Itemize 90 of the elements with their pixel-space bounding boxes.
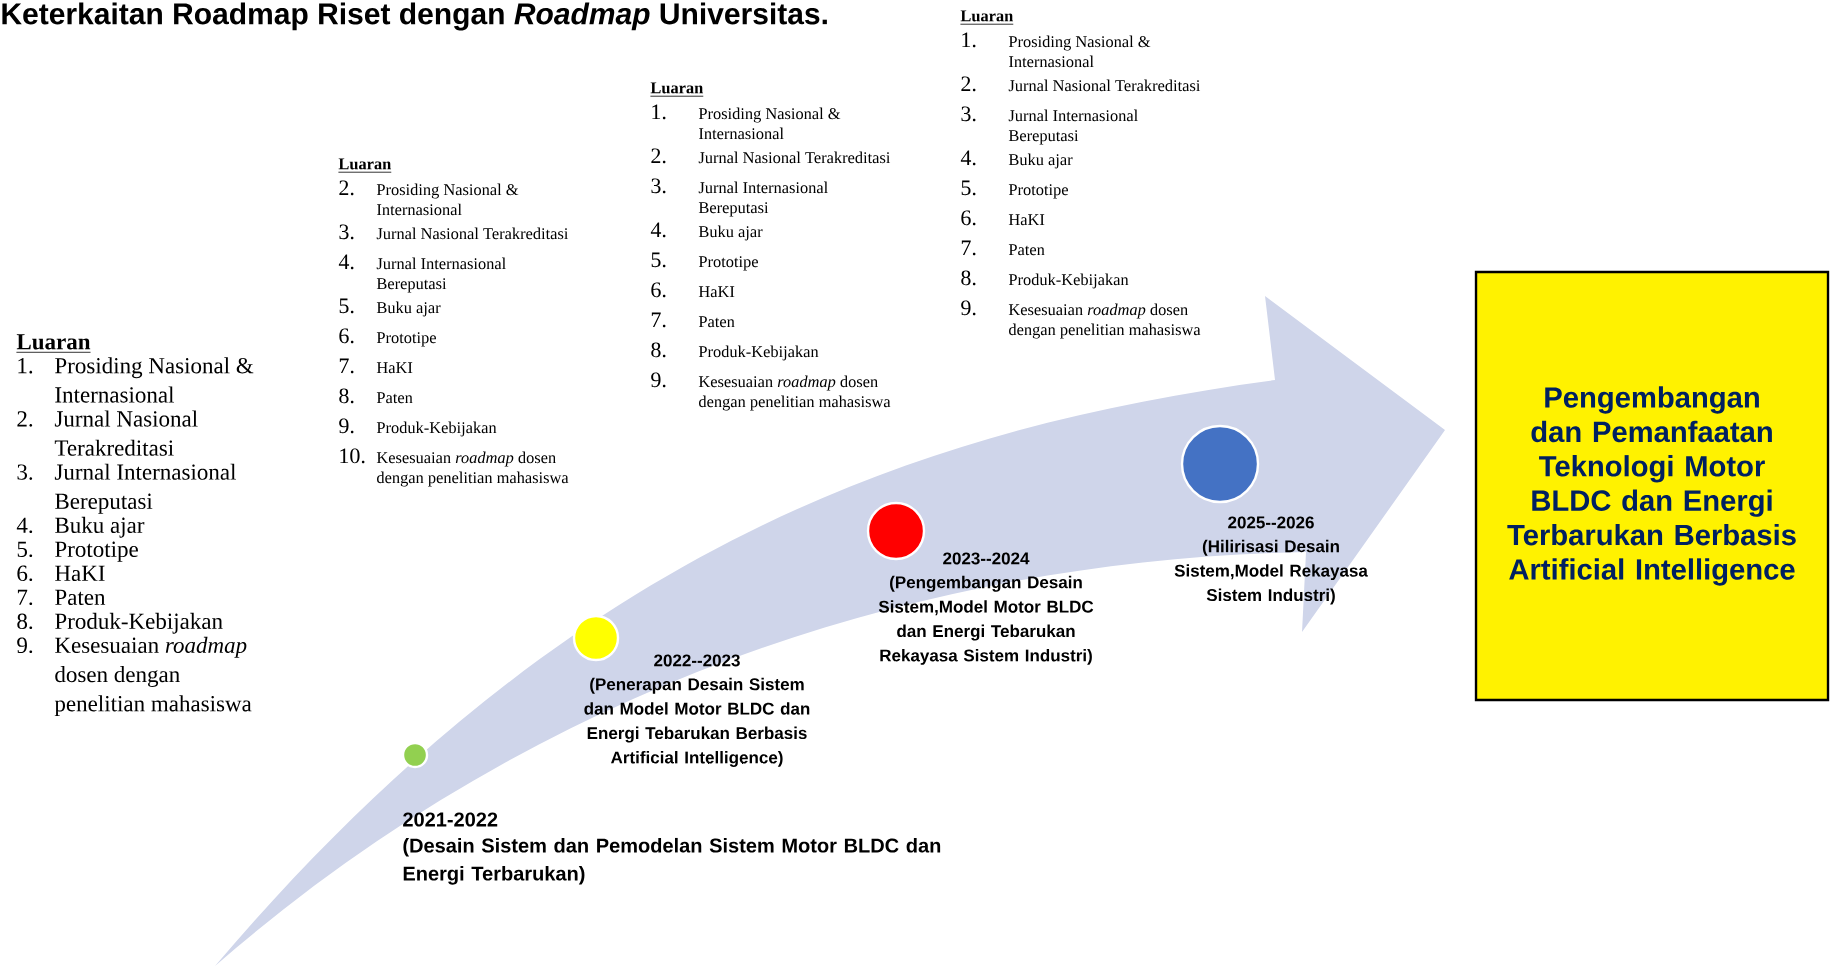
list-item: Prototipe [376, 332, 436, 347]
list-number: 3. [17, 464, 33, 480]
list-item: Produk-Kebijakan [698, 345, 819, 361]
list-item: Produk-Kebijakan [1008, 273, 1129, 289]
list-number: 5. [651, 252, 666, 268]
list-item: Jurnal Internasional Bereputasi [1008, 109, 1138, 145]
list-number: 5. [339, 298, 354, 314]
list-item: HaKI [1008, 214, 1045, 226]
list-number: 6. [17, 565, 33, 582]
list-number: 3. [961, 106, 976, 122]
milestone-circle [572, 614, 620, 662]
list-number: 2. [17, 411, 33, 427]
list-number: 1. [652, 104, 666, 120]
list-heading: Luaran [16, 334, 91, 353]
list-item: Jurnal Nasional Terakreditasi [376, 227, 569, 240]
title: Keterkaitan Roadmap Riset dengan Roadmap Universitas. [2, 2, 827, 31]
list-number: 8. [339, 388, 354, 404]
year-label: 2023--2024 [943, 552, 1030, 565]
list-number: 6. [651, 282, 666, 298]
list-item: Prototipe [55, 541, 138, 562]
milestone-description: (Pengembangan Desain Sistem,Model Motor BLDC dan Energi Tebarukan Rekayasa Sistem Industri) [878, 575, 1094, 665]
list-item: HaKI [55, 565, 105, 582]
list-item: Jurnal Internasional Bereputasi [698, 181, 828, 217]
list-item: Produk-Kebijakan [376, 421, 497, 437]
list-item: HaKI [698, 286, 735, 298]
milestone-description: (Hilirisasi Desain Sistem,Model Rekayasa Sistem Industri) [1174, 539, 1368, 605]
list-item: Prosiding Nasional & Internasional [1008, 35, 1151, 68]
list-item: Jurnal Nasional Terakreditasi [54, 410, 198, 456]
list-item: Paten [55, 589, 106, 606]
goal-box: Pengembangan dan Pemanfaatan Teknologi Motor BLDC dan Energi Terbarukan Berbasis Artificial Intelligence [1474, 270, 1830, 702]
milestone-description: (Penerapan Desain Sistem dan Model Motor BLDC dan Energi Tebarukan Berbasis Artificial Intelligence) [584, 677, 810, 767]
list-number: 7. [651, 312, 666, 328]
list-number: 6. [961, 210, 976, 226]
milestone-circle [866, 501, 926, 561]
list-item: Paten [698, 316, 735, 328]
list-number: 4. [338, 254, 354, 270]
list-number: 8. [961, 270, 976, 286]
milestone-description: (Desain Sistem dan Pemodelan Sistem Motor BLDC dan Energi Terbarukan) [403, 837, 941, 885]
list-item: Buku ajar [698, 225, 763, 241]
list-item: Prototipe [698, 256, 758, 271]
list-item: Jurnal Nasional Terakreditasi [1008, 79, 1201, 92]
list-item: Kesesuaian roadmap dosen dengan penelitian mahasiswa [54, 636, 252, 717]
list-item: Paten [376, 392, 413, 404]
list-item: Prosiding Nasional & Internasional [376, 183, 519, 216]
list-item: Kesesuaian roadmap dosen dengan penelitian mahasiswa [698, 375, 891, 411]
list-number: 9. [651, 372, 666, 388]
list-item: Paten [1008, 244, 1045, 256]
list-number: 2. [651, 148, 666, 164]
list-number: 7. [17, 589, 33, 606]
list-number: 1. [18, 358, 33, 374]
list-item: Buku ajar [376, 301, 441, 317]
list-item: Jurnal Internasional Bereputasi [54, 463, 236, 514]
list-number: 2. [339, 180, 354, 196]
milestone-circle [1180, 424, 1260, 504]
list-number: 4. [16, 517, 33, 534]
list-number: 2. [961, 76, 976, 92]
list-item: Prosiding Nasional & Internasional [698, 107, 841, 140]
list-item: Buku ajar [1008, 153, 1073, 169]
list-number: 4. [960, 150, 976, 166]
list-number: 5. [17, 541, 33, 558]
list-number: 6. [339, 328, 354, 344]
list-item: Jurnal Nasional Terakreditasi [698, 151, 891, 164]
list-number: 3. [651, 178, 666, 194]
list-number: 7. [961, 240, 976, 256]
year-label: 2021-2022 [403, 812, 498, 827]
year-label: 2025--2026 [1228, 516, 1314, 529]
list-number: 1. [962, 32, 976, 48]
list-item: Kesesuaian roadmap dosen dengan penelitian mahasiswa [376, 451, 569, 487]
list-heading: Luaran [338, 158, 392, 173]
list-number: 3. [339, 224, 354, 240]
list-item: Jurnal Internasional Bereputasi [376, 257, 506, 293]
list-item: HaKI [376, 362, 413, 374]
list-number: 5. [961, 180, 976, 196]
list-item: Produk-Kebijakan [55, 612, 223, 634]
year-label: 2022--2023 [654, 654, 740, 667]
list-number: 9. [339, 418, 354, 434]
list-item: Prototipe [1008, 184, 1068, 199]
list-number: 10. [340, 448, 365, 464]
list-item: Prosiding Nasional & Internasional [55, 357, 254, 403]
milestone-circle [401, 741, 429, 769]
list-number: 9. [961, 300, 976, 316]
list-number: 4. [650, 222, 666, 238]
list-item: Kesesuaian roadmap dosen dengan penelitian mahasiswa [1008, 303, 1201, 339]
list-number: 9. [17, 637, 33, 654]
list-heading: Luaran [960, 10, 1014, 25]
list-item: Buku ajar [55, 516, 145, 538]
list-number: 7. [339, 358, 354, 374]
list-heading: Luaran [650, 82, 704, 97]
list-number: 8. [17, 613, 33, 630]
list-number: 8. [651, 342, 666, 358]
